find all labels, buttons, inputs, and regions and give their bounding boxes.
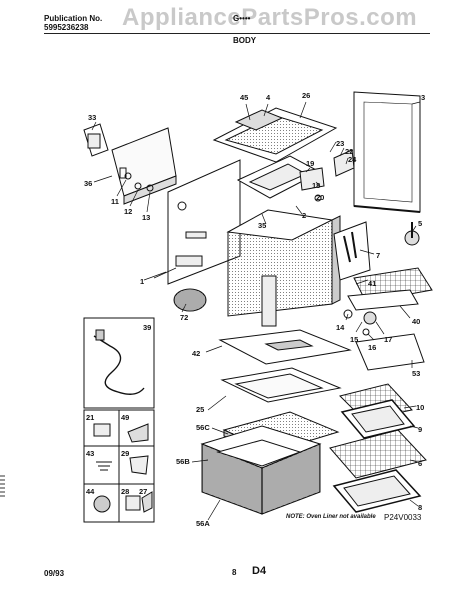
section-title: BODY bbox=[233, 36, 257, 45]
callout-14: 14 bbox=[336, 323, 345, 332]
rear-panel bbox=[353, 91, 421, 213]
callout-6: 6 bbox=[418, 459, 422, 468]
flame-spreader bbox=[220, 367, 342, 403]
timer-module bbox=[83, 123, 109, 157]
callout-7: 7 bbox=[376, 251, 380, 260]
callout-18: 18 bbox=[312, 181, 320, 190]
side-panel bbox=[167, 159, 241, 285]
storage-drawer bbox=[200, 425, 322, 515]
callout-43: 43 bbox=[86, 449, 94, 458]
callout-41: 41 bbox=[368, 279, 376, 288]
model-number: G•••• bbox=[233, 14, 251, 23]
callout-1: 1 bbox=[140, 277, 144, 286]
callout-56c: 56C bbox=[196, 423, 210, 432]
callout-56b: 56B bbox=[176, 457, 190, 466]
insulation-pad bbox=[173, 288, 207, 312]
publication-number: 5995236238 bbox=[44, 23, 89, 32]
callout-3: 3 bbox=[421, 93, 425, 102]
callout-25: 25 bbox=[196, 405, 204, 414]
igniter-bracket bbox=[333, 221, 371, 281]
leveling-leg bbox=[404, 222, 420, 246]
callout-35: 35 bbox=[258, 221, 266, 230]
callout-4: 4 bbox=[266, 93, 271, 102]
broil-burner bbox=[347, 267, 433, 311]
control-panel-bracket bbox=[111, 127, 177, 205]
callout-10: 10 bbox=[416, 403, 424, 412]
callout-17: 17 bbox=[384, 335, 392, 344]
small-screws bbox=[119, 167, 154, 192]
callout-36: 36 bbox=[84, 179, 92, 188]
callout-23: 23 bbox=[336, 139, 344, 148]
callout-19: 19 bbox=[306, 159, 314, 168]
broiler-pan bbox=[340, 399, 416, 439]
callout-21: 21 bbox=[86, 413, 94, 422]
callout-16: 16 bbox=[368, 343, 376, 352]
callout-42: 42 bbox=[192, 349, 200, 358]
callout-40: 40 bbox=[412, 317, 420, 326]
callout-28: 28 bbox=[121, 487, 129, 496]
watermark: AppliancePartsPros.com bbox=[122, 4, 418, 31]
callout-45: 45 bbox=[240, 93, 248, 102]
valve-parts bbox=[299, 149, 355, 202]
oven-liner-note: NOTE: Oven Liner not available bbox=[286, 514, 376, 520]
inset-parts-grid bbox=[83, 409, 155, 523]
callout-13: 13 bbox=[142, 213, 150, 222]
publication-label: Publication No. bbox=[44, 14, 103, 23]
callout-24: 24 bbox=[348, 155, 357, 164]
page-number: 8 bbox=[232, 568, 237, 577]
callout-15: 15 bbox=[350, 335, 358, 344]
burner-parts bbox=[343, 309, 377, 336]
power-cord-box bbox=[83, 317, 155, 409]
callout-39: 39 bbox=[143, 323, 151, 332]
header-rule bbox=[44, 33, 430, 34]
callout-72: 72 bbox=[180, 313, 188, 322]
callout-8: 8 bbox=[418, 503, 422, 512]
page-code: D4 bbox=[252, 565, 267, 577]
oven-body bbox=[226, 209, 341, 327]
callout-labels: 33 36 11 12 13 1 45 4 26 3 23 22 24 19 1… bbox=[84, 91, 425, 528]
callout-26: 26 bbox=[302, 91, 310, 100]
oven-liner-tray bbox=[332, 469, 422, 513]
rear-bracket bbox=[355, 333, 425, 371]
callout-11: 11 bbox=[111, 197, 119, 206]
binding-edge-marks bbox=[0, 475, 5, 497]
callout-12: 12 bbox=[124, 207, 132, 216]
oven-bottom bbox=[218, 329, 352, 365]
callout-49: 49 bbox=[121, 413, 129, 422]
callout-53: 53 bbox=[412, 369, 420, 378]
callout-44: 44 bbox=[86, 487, 95, 496]
oven-rack bbox=[329, 429, 427, 479]
callout-22: 22 bbox=[345, 147, 353, 156]
top-frame bbox=[212, 107, 338, 163]
callout-33: 33 bbox=[88, 113, 96, 122]
callout-5: 5 bbox=[418, 219, 422, 228]
callout-56a: 56A bbox=[196, 519, 210, 528]
callout-27: 27 bbox=[139, 487, 147, 496]
callout-9: 9 bbox=[418, 425, 422, 434]
callout-2: 2 bbox=[302, 211, 306, 220]
revision-date: 09/93 bbox=[44, 569, 65, 578]
callout-20: 20 bbox=[316, 193, 324, 202]
drawing-code: P24V0033 bbox=[384, 513, 422, 522]
callout-29: 29 bbox=[121, 449, 129, 458]
